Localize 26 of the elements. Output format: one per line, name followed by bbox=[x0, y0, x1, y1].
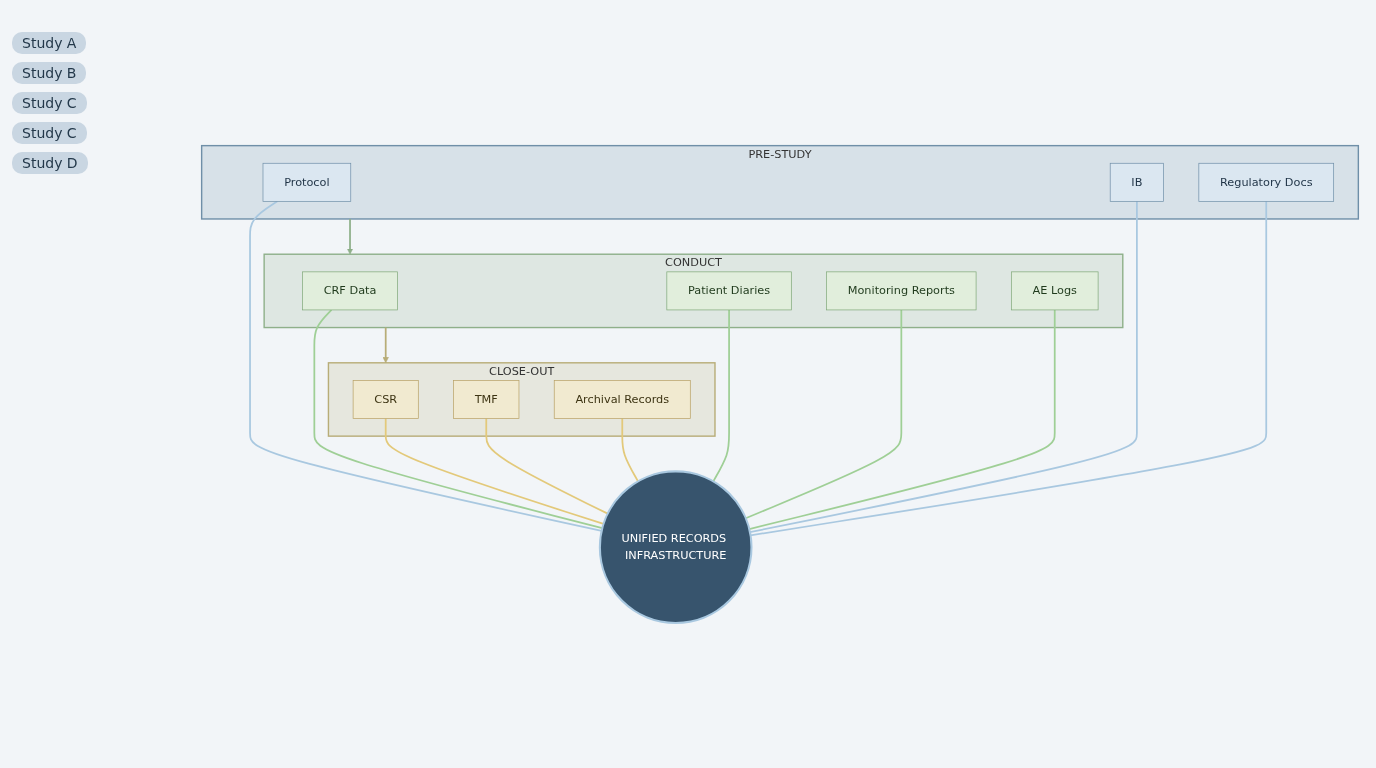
study-tag: Study A bbox=[12, 32, 87, 54]
node-box: CSR bbox=[352, 379, 419, 419]
node-box: Protocol bbox=[262, 162, 352, 202]
connector bbox=[748, 308, 1056, 530]
study-tag: Study C bbox=[12, 122, 87, 144]
connector bbox=[249, 200, 603, 532]
node-box: Archival Records bbox=[553, 379, 691, 419]
node-box: TMF bbox=[453, 379, 520, 419]
connector bbox=[749, 200, 1138, 533]
study-tag: Study C bbox=[12, 92, 87, 114]
node-box: AE Logs bbox=[1011, 271, 1099, 310]
connector bbox=[485, 417, 609, 515]
node-box: Monitoring Reports bbox=[826, 271, 977, 310]
node-box: IB bbox=[1109, 162, 1164, 202]
connector bbox=[313, 308, 604, 529]
study-tag: Study B bbox=[12, 62, 87, 84]
study-tag: Study D bbox=[12, 152, 88, 174]
node-box: Patient Diaries bbox=[666, 271, 792, 310]
arrow bbox=[346, 217, 354, 255]
connector bbox=[749, 200, 1268, 536]
connector bbox=[712, 308, 730, 482]
node-circle: UNIFIED RECORDS INFRASTRUCTURE bbox=[598, 470, 753, 624]
arrow bbox=[382, 326, 389, 363]
node-box: CRF Data bbox=[302, 271, 398, 310]
node-box: Regulatory Docs bbox=[1198, 162, 1335, 202]
connector bbox=[621, 417, 639, 482]
